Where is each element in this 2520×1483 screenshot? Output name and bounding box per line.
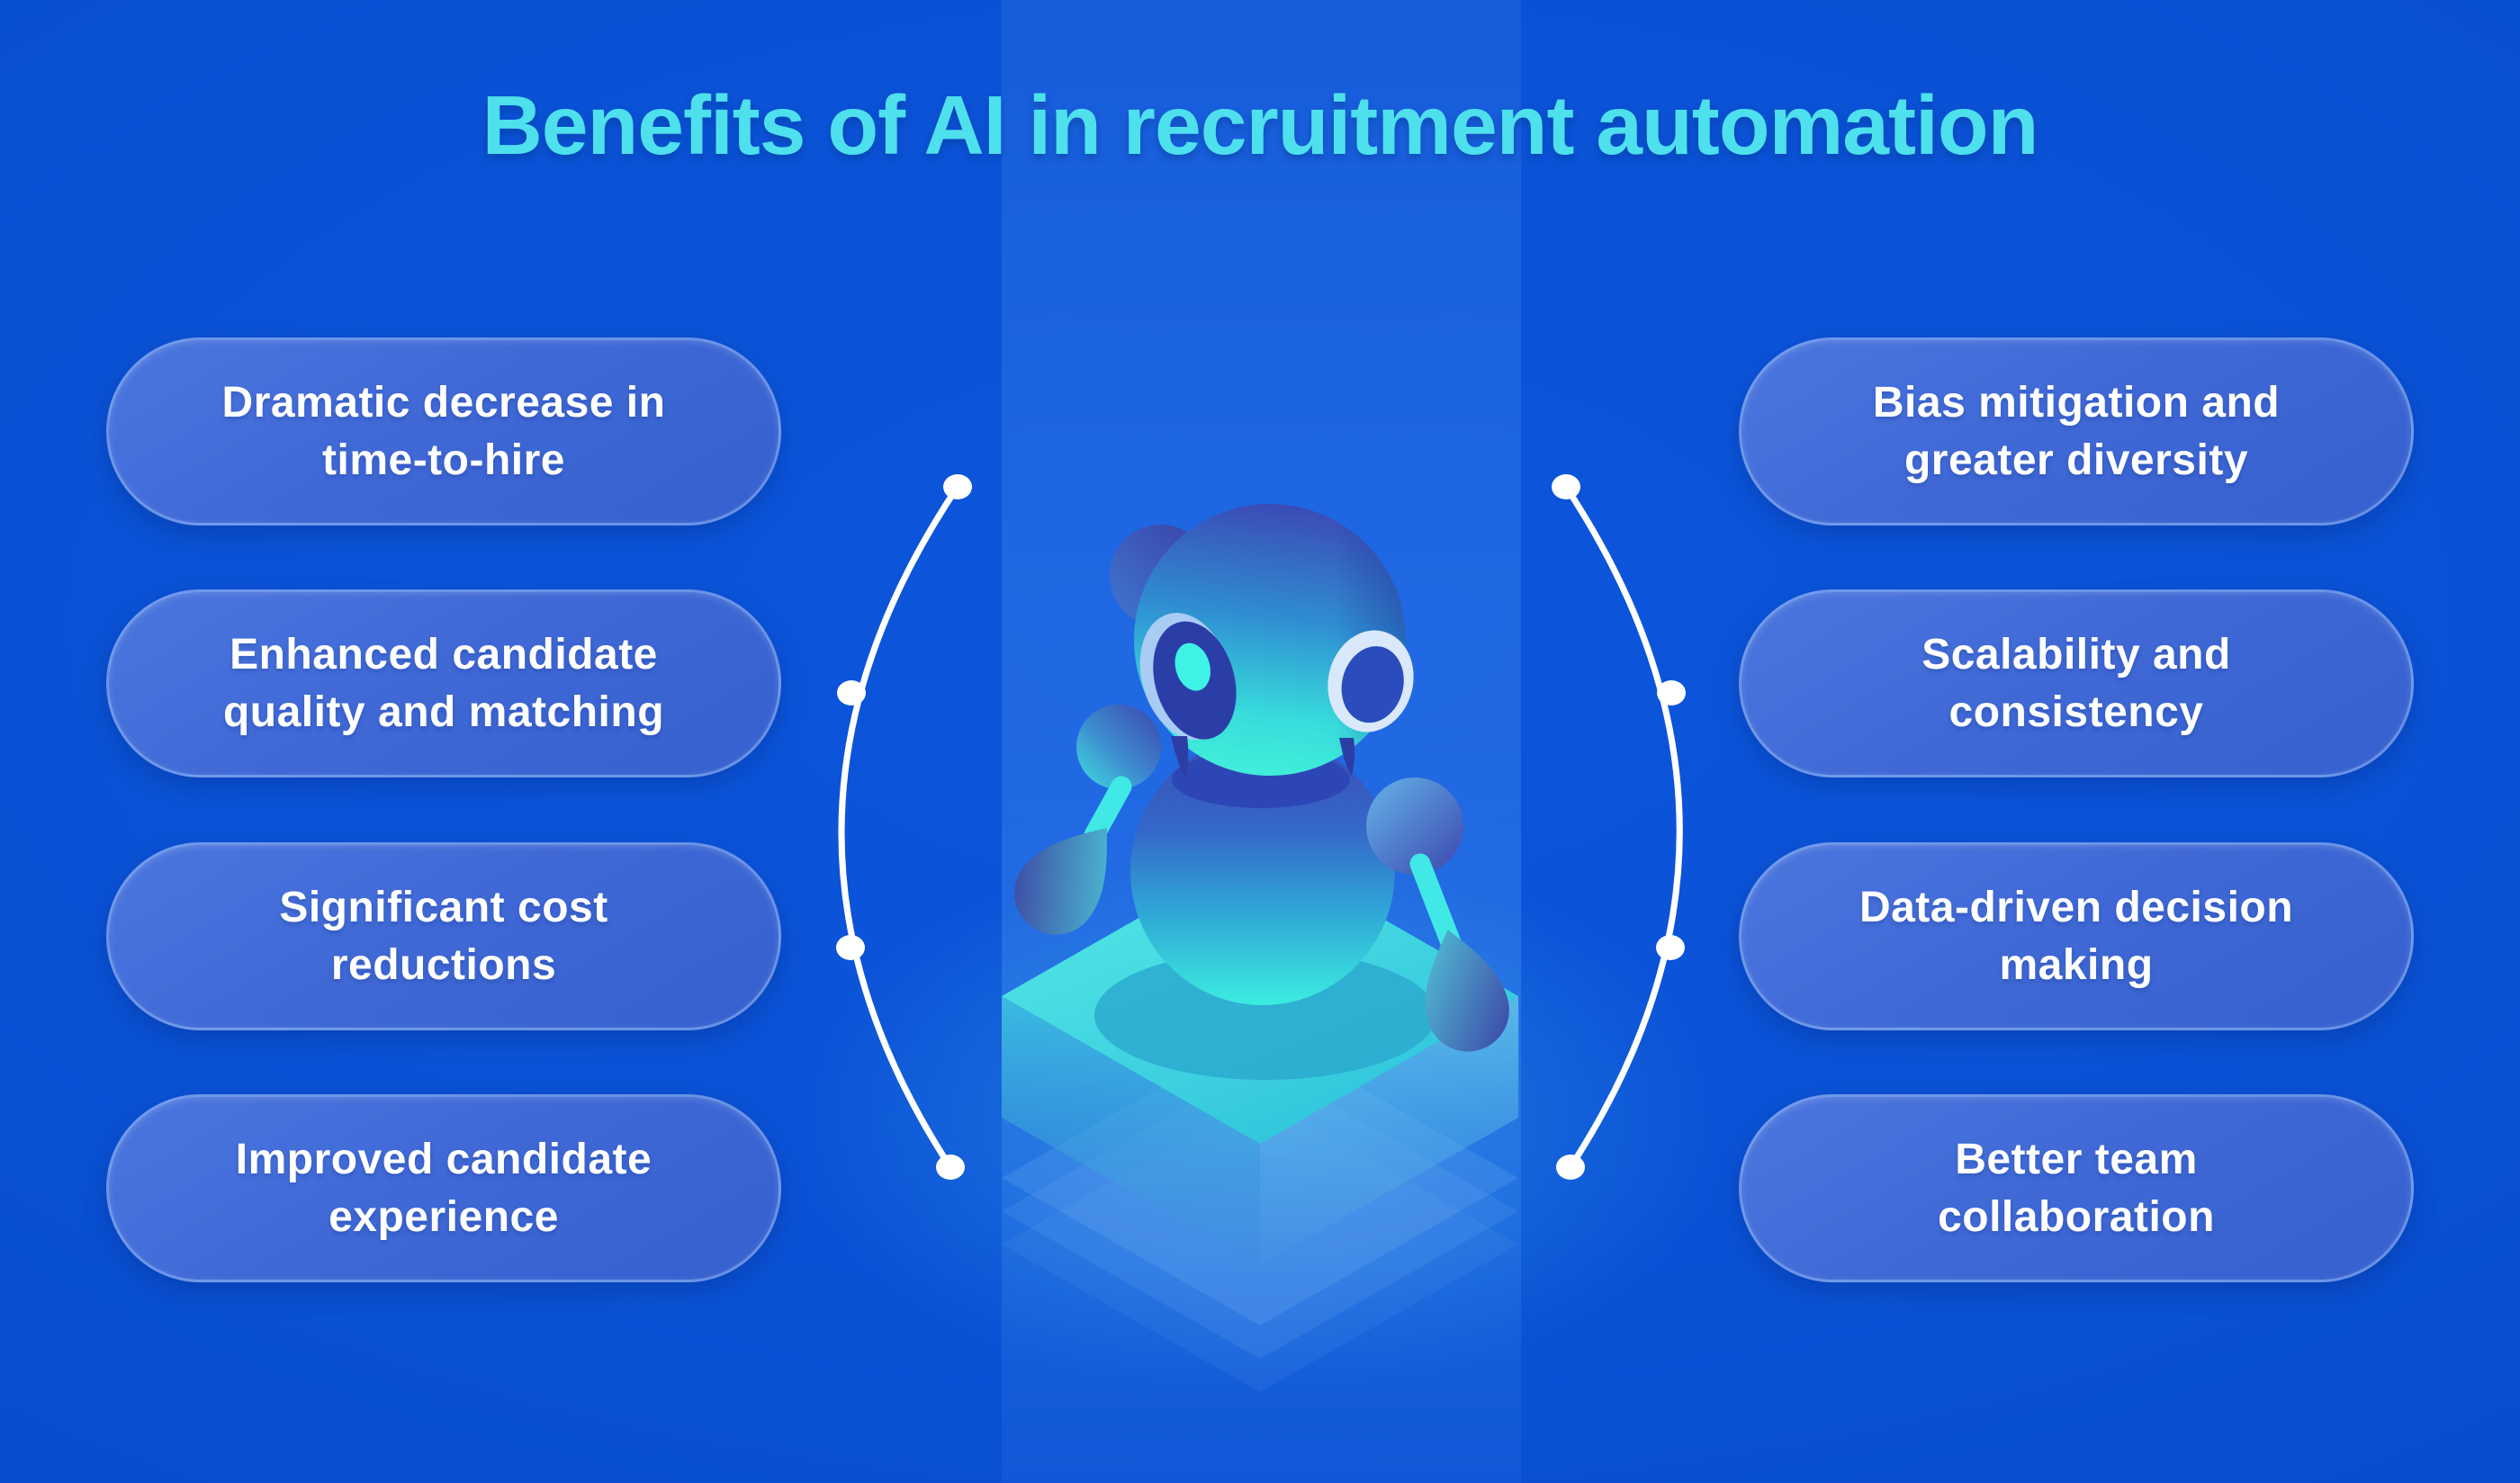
connector-dot bbox=[836, 935, 865, 960]
benefit-card-data-driven: Data-driven decision making bbox=[1739, 842, 2414, 1030]
robot-eye-right bbox=[1328, 630, 1414, 733]
connector-dot bbox=[1552, 474, 1580, 499]
robot-hand-right bbox=[1425, 930, 1509, 1052]
robot-body bbox=[1130, 737, 1395, 1005]
robot-hand-left bbox=[1014, 828, 1107, 935]
benefit-card-label: Improved candidate experience bbox=[235, 1136, 652, 1241]
benefit-card-candidate-quality: Enhanced candidate quality and matching bbox=[106, 589, 781, 777]
connector-arc-left bbox=[838, 485, 960, 1169]
connector-dot bbox=[1656, 935, 1685, 960]
page-title: Benefits of AI in recruitment automation bbox=[482, 78, 2039, 172]
benefit-card-label: Better team collaboration bbox=[1938, 1136, 2215, 1241]
benefit-card-label: Scalability and consistency bbox=[1922, 631, 2231, 736]
connector-dot bbox=[943, 474, 972, 499]
robot-arm-right bbox=[1366, 777, 1509, 1052]
robot-fang-right bbox=[1339, 738, 1355, 776]
connector-dot bbox=[1556, 1155, 1585, 1180]
connector-dots-right bbox=[1552, 474, 1686, 1180]
robot-pupil-left bbox=[1174, 643, 1210, 691]
benefit-card-bias-mitigation: Bias mitigation and greater diversity bbox=[1739, 337, 2414, 526]
robot-arm-left bbox=[1014, 705, 1161, 935]
benefit-card-candidate-experience: Improved candidate experience bbox=[106, 1094, 781, 1282]
connector-dot bbox=[837, 680, 866, 706]
benefit-card-time-to-hire: Dramatic decrease in time-to-hire bbox=[106, 337, 781, 526]
robot-shadow bbox=[1094, 950, 1436, 1080]
benefit-card-label: Enhanced candidate quality and matching bbox=[222, 631, 665, 736]
robot-eye-left bbox=[1139, 613, 1237, 741]
connector-arc-right bbox=[1563, 485, 1683, 1169]
benefit-card-scalability: Scalability and consistency bbox=[1739, 589, 2414, 777]
benefit-card-label: Data-driven decision making bbox=[1858, 884, 2294, 989]
robot-shoulder-left bbox=[1076, 705, 1161, 789]
benefit-card-label: Significant cost reductions bbox=[279, 884, 608, 989]
connector-dots-left bbox=[836, 474, 972, 1180]
connector-dot bbox=[1657, 680, 1686, 706]
benefit-card-label: Dramatic decrease in time-to-hire bbox=[221, 379, 666, 484]
benefit-card-team-collaboration: Better team collaboration bbox=[1739, 1094, 2414, 1282]
connector-dot bbox=[936, 1155, 965, 1180]
robot-shoulder-right bbox=[1366, 777, 1463, 875]
robot-fang-left bbox=[1171, 736, 1189, 777]
benefit-card-label: Bias mitigation and greater diversity bbox=[1872, 379, 2281, 484]
benefit-card-cost-reductions: Significant cost reductions bbox=[106, 842, 781, 1030]
robot bbox=[1014, 504, 1509, 1052]
